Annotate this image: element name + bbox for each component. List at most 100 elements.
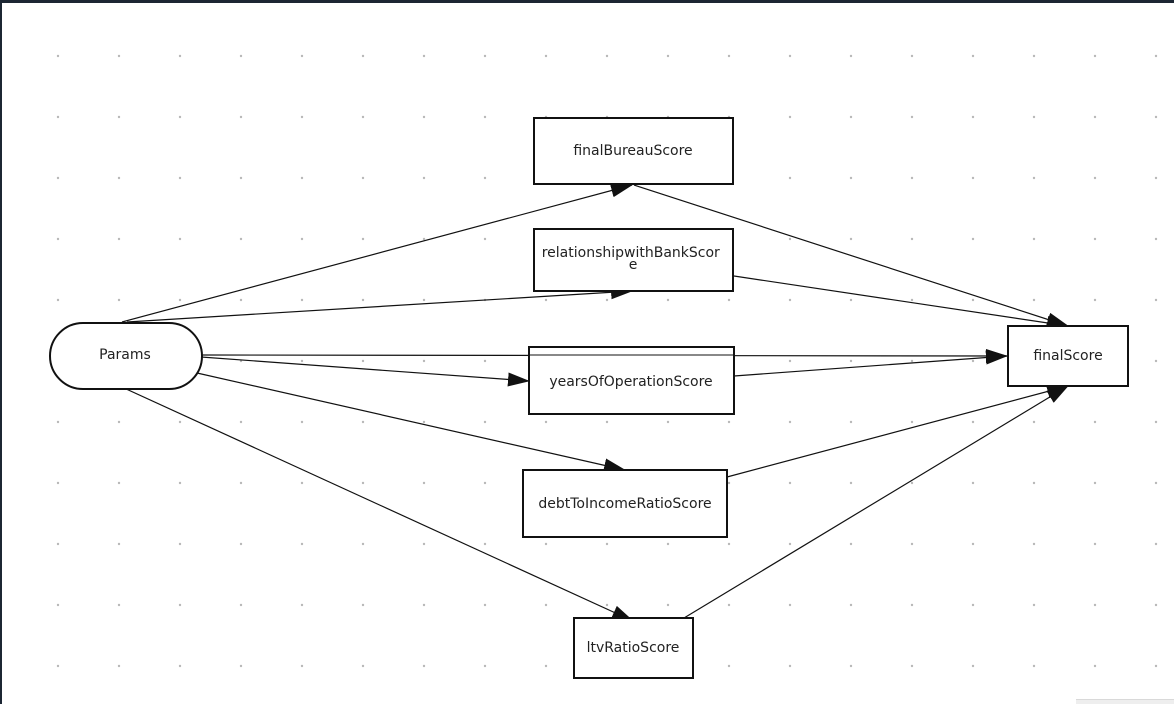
grid-dot <box>178 420 182 424</box>
grid-dot <box>666 542 670 546</box>
node-finalscore-label: finalScore <box>1033 348 1102 364</box>
grid-dot <box>483 237 487 241</box>
node-debttoincomeratioscore[interactable]: debtToIncomeRatioScore <box>522 469 728 538</box>
grid-dot <box>910 298 914 302</box>
nodes: Params finalBureauScore relationshipwith… <box>49 117 1129 679</box>
grid-dot <box>788 481 792 485</box>
grid-dot <box>849 359 853 363</box>
grid-dot <box>239 115 243 119</box>
grid-dot <box>788 54 792 58</box>
grid-dot <box>788 359 792 363</box>
grid-dot <box>300 237 304 241</box>
grid-dot <box>1093 298 1097 302</box>
grid-dot <box>849 237 853 241</box>
node-finalbureauscore-label: finalBureauScore <box>573 143 692 159</box>
node-ltvratioscore[interactable]: ltvRatioScore <box>573 617 694 679</box>
grid-dot <box>1032 115 1036 119</box>
grid-dot <box>361 237 365 241</box>
grid-dot <box>849 298 853 302</box>
grid-dot <box>422 481 426 485</box>
grid-dot <box>666 603 670 607</box>
grid-dot <box>1032 664 1036 668</box>
edge-params-to-finalbureauscore[interactable] <box>121 183 633 323</box>
grid-dot <box>361 664 365 668</box>
grid-dot <box>117 481 121 485</box>
edge-params-to-relationshipwithbankscore[interactable] <box>126 285 633 323</box>
grid-dot <box>117 298 121 302</box>
grid-dot <box>971 542 975 546</box>
grid-dot <box>1093 54 1097 58</box>
grid-dot <box>910 481 914 485</box>
grid-dot <box>788 603 792 607</box>
grid-dot <box>727 542 731 546</box>
grid-dot <box>544 298 548 302</box>
grid-dot <box>300 481 304 485</box>
node-params[interactable]: Params <box>49 322 203 390</box>
grid-dot <box>1032 481 1036 485</box>
grid-dot <box>483 115 487 119</box>
grid-dot <box>239 54 243 58</box>
grid-dot <box>788 115 792 119</box>
grid-dot <box>605 54 609 58</box>
grid-dot <box>300 298 304 302</box>
node-relationshipwithbankscore-label: relationshipwithBankScor e <box>542 245 725 273</box>
grid-dot <box>361 420 365 424</box>
grid-dot <box>971 420 975 424</box>
grid-dot <box>361 359 365 363</box>
grid-dot <box>849 481 853 485</box>
grid-dot <box>56 54 60 58</box>
grid-dot <box>971 481 975 485</box>
grid-dot <box>1154 115 1158 119</box>
grid-dot <box>117 603 121 607</box>
grid-dot <box>117 420 121 424</box>
grid-dot <box>1093 237 1097 241</box>
edges <box>121 183 1069 622</box>
grid-dot <box>666 420 670 424</box>
grid-dot <box>1154 176 1158 180</box>
edge-finalbureauscore-to-finalscore[interactable] <box>633 184 1069 327</box>
grid-dot <box>910 237 914 241</box>
grid-dot <box>727 603 731 607</box>
grid-dot <box>544 54 548 58</box>
grid-dot <box>178 298 182 302</box>
grid-dot <box>788 237 792 241</box>
grid-dot <box>971 359 975 363</box>
grid-dot <box>483 542 487 546</box>
grid-dot <box>605 603 609 607</box>
grid-dot <box>239 603 243 607</box>
node-yearsofoperationscore-label: yearsOfOperationScore <box>549 374 712 390</box>
grid-dot <box>788 420 792 424</box>
grid-dot <box>1093 664 1097 668</box>
edge-debttoincomeratioscore-to-finalscore[interactable] <box>726 384 1069 478</box>
edge-yearsofoperationscore-to-finalscore[interactable] <box>733 350 1008 377</box>
grid-dot <box>117 115 121 119</box>
edge-ltvratioscore-to-finalscore[interactable] <box>683 385 1069 619</box>
grid-dot <box>788 298 792 302</box>
grid-dot <box>849 603 853 607</box>
edge-params-to-debttoincomeratioscore[interactable] <box>196 372 626 473</box>
grid-dot <box>910 54 914 58</box>
node-yearsofoperationscore[interactable]: yearsOfOperationScore <box>528 346 735 415</box>
grid-dot <box>666 298 670 302</box>
grid-dot <box>727 420 731 424</box>
grid-dot <box>1154 481 1158 485</box>
grid-dot <box>849 420 853 424</box>
node-finalscore[interactable]: finalScore <box>1007 325 1129 387</box>
grid-dot <box>1154 420 1158 424</box>
edge-params-to-ltvratioscore[interactable] <box>123 387 634 622</box>
node-relationshipwithbankscore[interactable]: relationshipwithBankScor e <box>533 228 734 292</box>
grid-dot <box>910 115 914 119</box>
grid-dot <box>971 664 975 668</box>
grid-dot <box>361 542 365 546</box>
grid-dot <box>56 664 60 668</box>
grid-dot <box>727 664 731 668</box>
edge-params-to-yearsofoperationscore[interactable] <box>200 356 530 387</box>
grid-dot <box>849 176 853 180</box>
grid-dot <box>1154 664 1158 668</box>
grid-dot <box>910 176 914 180</box>
edge-relationshipwithbankscore-to-finalscore[interactable] <box>733 275 1069 330</box>
grid-dot <box>178 115 182 119</box>
node-finalbureauscore[interactable]: finalBureauScore <box>533 117 734 185</box>
grid-dot <box>361 54 365 58</box>
